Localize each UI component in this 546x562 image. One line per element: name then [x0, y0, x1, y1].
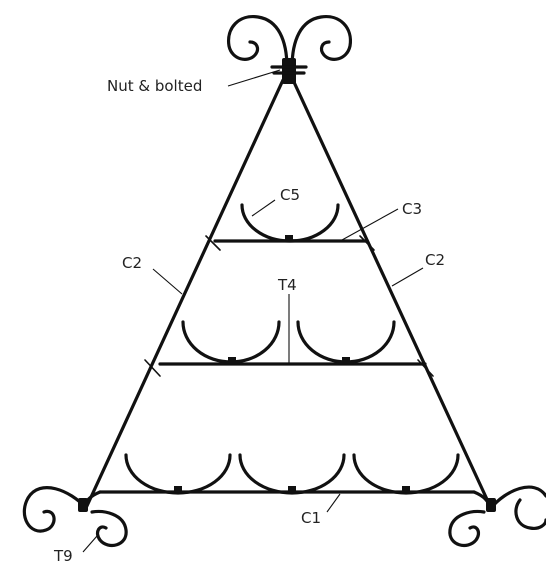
middle-shelf-bar — [144, 359, 434, 377]
label-c2-right: C2 — [425, 251, 445, 269]
top-cradle — [240, 203, 340, 243]
left-foot-scroll — [22, 486, 128, 548]
label-c3: C3 — [402, 200, 422, 218]
right-foot-bolt — [486, 498, 496, 512]
label-t4: T4 — [277, 276, 297, 294]
a-frame-legs — [84, 78, 493, 510]
middle-cradle-right — [296, 320, 396, 365]
apex-nut-bolt — [270, 58, 308, 84]
label-t9: T9 — [53, 547, 73, 562]
leader-lines — [82, 69, 424, 553]
bottom-cradle-right — [352, 453, 460, 495]
top-scroll-finial — [227, 15, 352, 70]
label-nut-bolted: Nut & bolted — [107, 77, 202, 95]
left-foot-bolt — [78, 498, 88, 512]
bottom-cradle-left — [124, 453, 232, 495]
right-foot-scroll — [448, 485, 546, 548]
middle-cradle-left — [181, 320, 281, 365]
bottom-base-bar — [82, 490, 492, 512]
label-c2-left: C2 — [122, 254, 142, 272]
label-c1: C1 — [301, 509, 321, 527]
label-c5: C5 — [280, 186, 300, 204]
bottom-cradle-middle — [238, 453, 346, 495]
